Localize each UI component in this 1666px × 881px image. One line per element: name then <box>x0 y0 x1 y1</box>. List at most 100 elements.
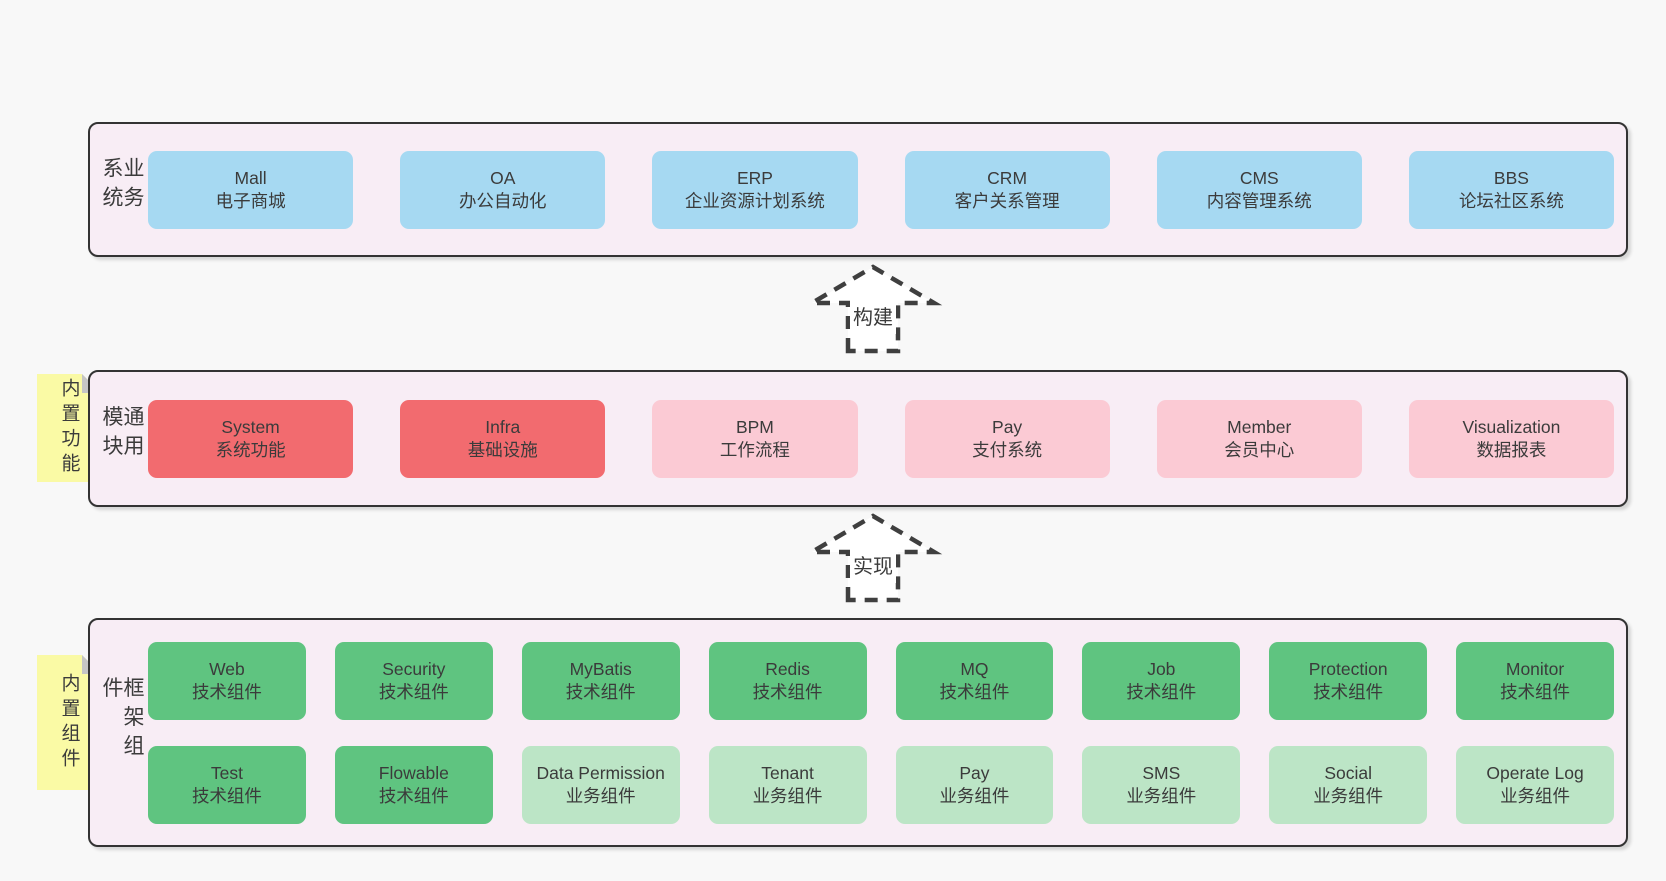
box-title: SMS <box>1142 762 1181 783</box>
box-title: Mall <box>234 167 267 188</box>
section-label: 业务系统 <box>100 156 144 215</box>
box-subtitle: 业务组件 <box>1313 785 1384 806</box>
box-title: Tenant <box>761 762 814 783</box>
box-subtitle: 技术组件 <box>378 681 449 702</box>
box-subtitle: 业务组件 <box>752 785 823 806</box>
box-subtitle: 业务组件 <box>1126 785 1197 806</box>
box-title: Job <box>1147 658 1176 679</box>
box-subtitle: 技术组件 <box>1126 681 1197 702</box>
box-title: Operate Log <box>1486 762 1584 783</box>
box-title: Infra <box>485 416 521 437</box>
arrow-label: 构建 <box>853 306 893 329</box>
box-subtitle: 业务组件 <box>939 785 1010 806</box>
box-subtitle: 技术组件 <box>191 785 262 806</box>
box-title: MyBatis <box>569 658 632 679</box>
box-title: ERP <box>736 167 773 188</box>
box-subtitle: 办公自动化 <box>459 190 547 211</box>
box-title: MQ <box>960 658 989 679</box>
box-subtitle: 技术组件 <box>939 681 1010 702</box>
box-subtitle: 内容管理系统 <box>1206 190 1312 211</box>
box-subtitle: 技术组件 <box>752 681 823 702</box>
section-label: 通用模块 <box>100 405 144 464</box>
box-subtitle: 论坛社区系统 <box>1458 190 1564 211</box>
up-arrow-icon: 构建 <box>803 264 943 354</box>
section-label: 框架组件 <box>100 676 144 764</box>
box-subtitle: 客户关系管理 <box>954 190 1060 211</box>
box-title: Visualization <box>1462 416 1561 437</box>
box-subtitle: 工作流程 <box>719 439 790 460</box>
box-title: Member <box>1227 416 1292 437</box>
box-title: Social <box>1324 762 1373 783</box>
arrow-build: 构建 <box>803 262 943 354</box>
box-title: Test <box>210 762 243 783</box>
box-title: Redis <box>765 658 810 679</box>
box-subtitle: 系统功能 <box>215 439 286 460</box>
box-title: Pay <box>992 416 1023 437</box>
box-title: Security <box>382 658 446 679</box>
box-title: BPM <box>735 416 774 437</box>
arrow-label: 实现 <box>853 555 893 578</box>
box-title: BBS <box>1493 167 1529 188</box>
box-title: Web <box>209 658 245 679</box>
box-subtitle: 技术组件 <box>1313 681 1384 702</box>
box-title: CMS <box>1239 167 1279 188</box>
box-subtitle: 会员中心 <box>1224 439 1295 460</box>
box-title: Data Permission <box>536 762 665 783</box>
sticky-tab-label: 内置组件 <box>58 672 80 773</box>
box-subtitle: 企业资源计划系统 <box>684 190 825 211</box>
box-title: Flowable <box>378 762 449 783</box>
box-subtitle: 支付系统 <box>972 439 1043 460</box>
box-title: Monitor <box>1505 658 1565 679</box>
box-subtitle: 数据报表 <box>1476 439 1547 460</box>
box-subtitle: 技术组件 <box>191 681 262 702</box>
box-title: Pay <box>959 762 990 783</box>
box-subtitle: 基础设施 <box>467 439 538 460</box>
box-title: CRM <box>987 167 1028 188</box>
box-subtitle: 技术组件 <box>565 681 636 702</box>
box-subtitle: 业务组件 <box>565 785 636 806</box>
box-subtitle: 电子商城 <box>215 190 286 211</box>
box-subtitle: 技术组件 <box>378 785 449 806</box>
box-title: Protection <box>1308 658 1388 679</box>
box-subtitle: 业务组件 <box>1500 785 1571 806</box>
up-arrow-icon: 实现 <box>803 513 943 603</box>
